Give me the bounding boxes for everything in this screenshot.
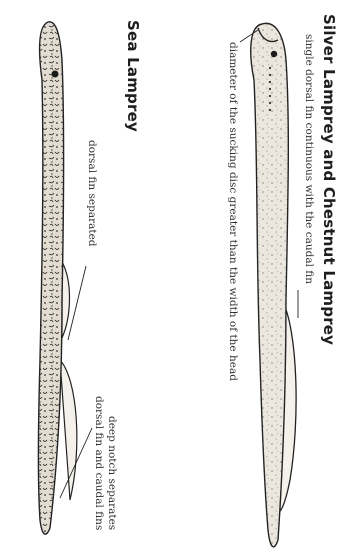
- sea-lamprey-eye: [52, 71, 59, 78]
- leader-dorsal-separated: [68, 266, 86, 340]
- silver-lamprey-eye: [271, 51, 277, 57]
- label-sucking-disc-diameter: diameter of the sucking disc greater tha…: [228, 42, 239, 381]
- label-dorsal-fin-separated: dorsal fin separated: [87, 140, 98, 247]
- label-deep-notch-line2: dorsal fin and caudal fins: [94, 396, 105, 530]
- label-single-dorsal-fin: single dorsal fin continuous with the ca…: [304, 34, 315, 284]
- sea-lamprey-figure: [39, 22, 93, 534]
- title-sea-lamprey: Sea Lamprey: [125, 20, 140, 132]
- title-silver-chestnut-lamprey: Silver Lamprey and Chestnut Lamprey: [321, 14, 336, 345]
- label-deep-notch-line1: deep notch separates: [107, 416, 118, 530]
- silver-chestnut-lamprey-figure: [240, 23, 298, 546]
